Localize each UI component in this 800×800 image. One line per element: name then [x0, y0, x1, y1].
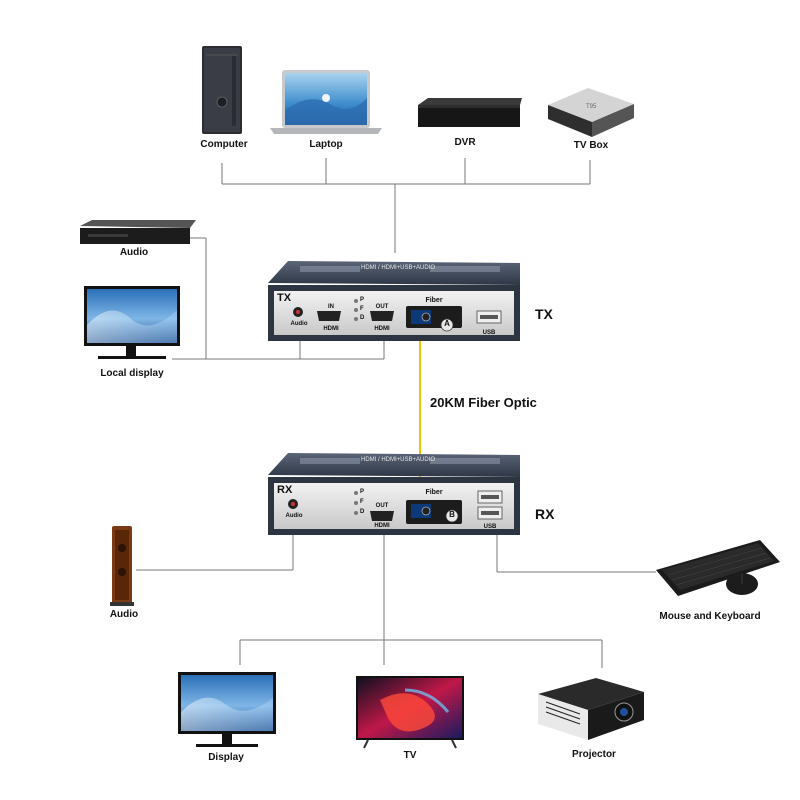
rx-unit — [268, 453, 520, 535]
tv-box-label: TV Box — [573, 140, 609, 151]
svg-text:T95: T95 — [586, 104, 597, 110]
tx-hdmi-out-label: HDMI — [374, 326, 390, 332]
projector-icon — [538, 678, 644, 740]
mouse-keyboard-label: Mouse and Keyboard — [659, 611, 761, 622]
tx-led-d: D — [360, 315, 365, 321]
laptop-label: Laptop — [309, 139, 343, 150]
projector-label: Projector — [572, 749, 616, 760]
tx-unit — [268, 261, 520, 341]
rx-banner-label: HDMI / HDMI+USB+AUDIO — [360, 457, 436, 463]
dvr-icon — [418, 98, 522, 127]
rx-led-p: P — [360, 489, 365, 495]
tx-banner-label: HDMI / HDMI+USB+AUDIO — [360, 265, 436, 271]
tx-hdmi-in-label: HDMI — [323, 326, 339, 332]
rx-side-label: RX — [535, 506, 555, 522]
rx-led-f: F — [360, 499, 364, 505]
tx-fiber-label: Fiber — [425, 297, 443, 304]
display-label: Display — [208, 752, 244, 763]
speaker-icon — [110, 526, 134, 606]
local-display-icon — [84, 286, 180, 359]
rx-audio-port-label: Audio — [285, 513, 303, 519]
tv-box-icon: T95 — [548, 88, 634, 137]
tx-usb-label: USB — [482, 330, 496, 336]
rx-usb-label: USB — [483, 524, 497, 530]
tv-icon — [356, 676, 464, 749]
keyboard-mouse-icon — [656, 540, 780, 596]
computer-label: Computer — [200, 139, 248, 150]
audio-player-icon — [80, 220, 196, 244]
rx-fiber-port-b: B — [449, 510, 455, 519]
tv-label: TV — [403, 750, 417, 761]
computer-icon — [202, 46, 242, 134]
rx-hdmi-label: HDMI — [374, 523, 390, 529]
connection-lines — [136, 158, 656, 668]
tx-audio-label: Audio — [119, 247, 149, 258]
rx-corner-label: RX — [277, 484, 293, 496]
tx-led-p: P — [360, 297, 365, 303]
dvr-label: DVR — [454, 137, 476, 148]
fiber-link-label: 20KM Fiber Optic — [430, 395, 537, 410]
rx-fiber-label: Fiber — [425, 489, 443, 496]
tx-corner-label: TX — [277, 292, 292, 304]
local-display-label: Local display — [100, 368, 164, 379]
display-icon — [178, 672, 276, 747]
rx-out-label: OUT — [375, 503, 389, 509]
tx-led-f: F — [360, 306, 364, 312]
tx-fiber-port-a: A — [444, 319, 450, 328]
rx-audio-label: Audio — [109, 609, 139, 620]
rx-led-d: D — [360, 509, 365, 515]
tx-out-label: OUT — [375, 304, 389, 310]
tx-audio-port-label: Audio — [290, 321, 308, 327]
laptop-icon — [270, 70, 382, 134]
tx-side-label: TX — [535, 306, 553, 322]
tx-in-label: IN — [328, 304, 334, 310]
